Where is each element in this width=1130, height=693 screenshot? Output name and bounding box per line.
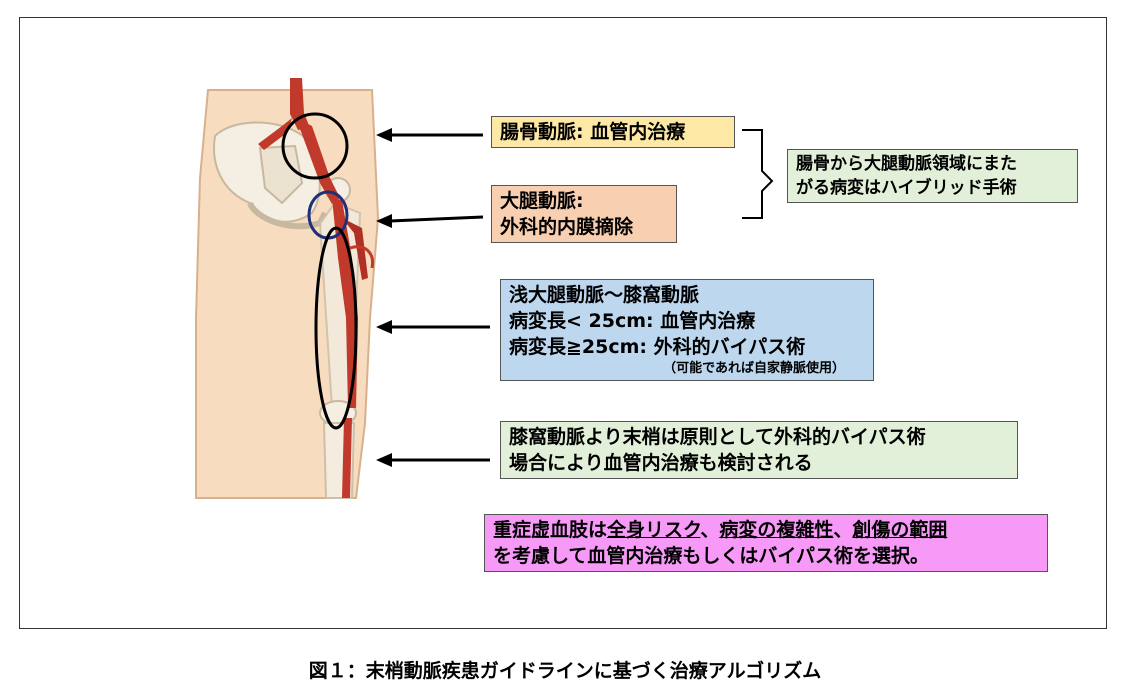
- distal-label-line2: 場合により血管内治療も検討される: [509, 452, 813, 474]
- summary-label-line2: を考慮して血管内治療もしくはバイパス術を選択。: [493, 545, 930, 567]
- arrow-sfa: [376, 320, 490, 334]
- tibial-artery: [342, 418, 352, 498]
- iliac-label: 腸骨動脈: 血管内治療: [491, 116, 735, 148]
- hybrid-label-line1: 腸骨から大腿動脈領域にまた: [796, 154, 1017, 174]
- sfa-label-note: （可能であれば自家静脈使用）: [663, 361, 845, 376]
- left-iliac-artery: [258, 118, 292, 150]
- arrow-iliac: [376, 128, 483, 142]
- sfa-label-line2: 病変長< 25cm: 血管内治療: [509, 310, 756, 332]
- figure-caption: 図１：末梢動脈疾患ガイドラインに基づく治療アルゴリズム: [308, 660, 822, 682]
- summary-text-wound-extent: 創傷の範囲: [852, 519, 948, 541]
- leg-anatomy-illustration: [195, 78, 774, 499]
- arrow-femoral: [376, 214, 484, 228]
- sfa-label: 浅大腿動脈～膝窩動脈 病変長< 25cm: 血管内治療 病変長≧25cm: 外科…: [500, 279, 874, 381]
- summary-text-comma-2: 、: [833, 519, 853, 541]
- summary-text-comma-1: 、: [700, 519, 720, 541]
- summary-label-line1: 重症虚血肢は全身リスク、病変の複雑性、創傷の範囲: [493, 517, 1039, 543]
- right-iliac-artery: [296, 118, 340, 204]
- hybrid-bracket: [742, 129, 774, 219]
- femoral-label: 大腿動脈: 外科的内膜摘除: [491, 185, 677, 243]
- summary-text-lesion-complexity: 病変の複雑性: [719, 519, 834, 541]
- summary-text-systemic-risk: 全身リスク: [607, 519, 701, 541]
- arrow-distal: [376, 453, 490, 467]
- femoral-artery: [332, 198, 358, 408]
- iliac-label-text: 腸骨動脈: 血管内治療: [500, 121, 686, 143]
- distal-label-line1: 膝窩動脈より末梢は原則として外科的バイパス術: [509, 426, 926, 448]
- sfa-lesion-ellipse: [314, 226, 358, 430]
- hybrid-label-line2: がる病変はハイブリッド手術: [796, 178, 1017, 198]
- distal-label: 膝窩動脈より末梢は原則として外科的バイパス術 場合により血管内治療も検討される: [500, 421, 1018, 479]
- summary-label: 重症虚血肢は全身リスク、病変の複雑性、創傷の範囲 を考慮して血管内治療もしくはバ…: [484, 514, 1048, 572]
- sfa-label-line1: 浅大腿動脈～膝窩動脈: [509, 284, 700, 306]
- femoral-label-line2: 外科的内膜摘除: [500, 216, 634, 238]
- sfa-label-line3: 病変長≧25cm: 外科的バイパス術: [509, 336, 806, 358]
- branch-artery: [349, 245, 375, 269]
- sacrum-bone: [258, 144, 304, 205]
- summary-text-a: 重症虚血肢は: [493, 519, 608, 541]
- hybrid-label: 腸骨から大腿動脈領域にまた がる病変はハイブリッド手術: [787, 149, 1078, 203]
- femoral-label-line1: 大腿動脈:: [500, 190, 584, 212]
- diagram-frame: 腸骨動脈: 血管内治療 大腿動脈: 外科的内膜摘除 腸骨から大腿動脈領域にまた …: [19, 17, 1107, 629]
- iliac-lesion-circle: [281, 112, 349, 180]
- ischium-bone: [247, 201, 328, 230]
- deep-femoral-artery: [342, 218, 368, 280]
